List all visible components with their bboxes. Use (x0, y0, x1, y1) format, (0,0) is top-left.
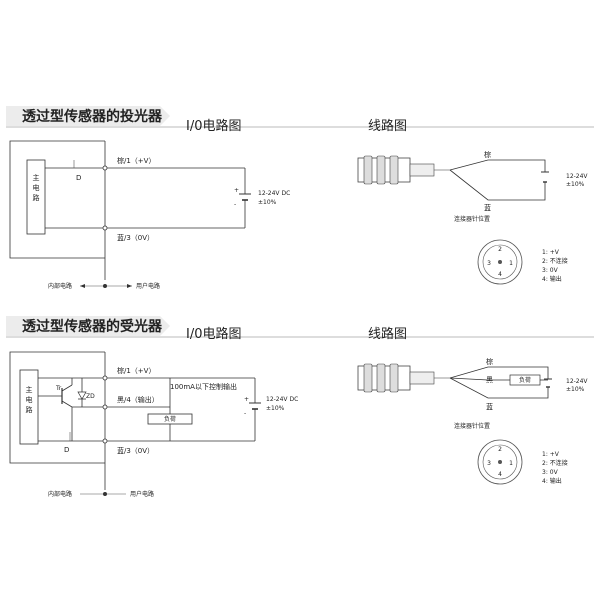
emitter-wire-blue-label: 蓝 (484, 203, 491, 212)
receiver-black-label: 黑/4（输出） (117, 395, 159, 404)
svg-text:4: 4 (498, 271, 502, 278)
receiver-internal-label: 内部电路 (48, 490, 72, 498)
receiver-pin-title: 连接器针位置 (454, 422, 490, 430)
receiver-pin-diagram: 2 3 1 4 (477, 439, 523, 485)
receiver-section: 透过型传感器的受光器 I/0电路图 线路图 主电路 Tr (6, 316, 594, 498)
receiver-io-heading: I/0电路图 (186, 326, 242, 342)
receiver-blue-label: 蓝/3（0V） (117, 446, 154, 455)
receiver-transistor (38, 378, 73, 441)
receiver-title-banner: 透过型传感器的受光器 (6, 316, 594, 338)
receiver-load-box (147, 413, 193, 425)
receiver-load-right: 负荷 (519, 376, 531, 384)
emitter-pin-2: 2: 不连接 (542, 257, 568, 265)
receiver-wire-brown-label: 棕 (486, 357, 493, 366)
emitter-pin-diagram: 2 3 1 4 (477, 239, 523, 285)
receiver-supply-right: 12-24V (566, 378, 588, 385)
receiver-pin-2: 2: 不连接 (542, 459, 568, 467)
svg-text:-: - (244, 410, 246, 417)
receiver-brown-label: 棕/1（+V） (117, 366, 155, 375)
receiver-zener-diode (77, 378, 87, 407)
emitter-user-label: 用户电路 (136, 282, 160, 290)
receiver-cable-blue (449, 377, 549, 399)
receiver-tolerance-label: ±10% (266, 405, 285, 412)
receiver-diode-label: D (64, 446, 69, 454)
emitter-pin-title: 连接器针位置 (454, 215, 490, 223)
emitter-connector-body (357, 155, 450, 185)
svg-text:2: 2 (498, 246, 502, 253)
emitter-main-circuit-block (26, 159, 46, 235)
emitter-main-circuit-label: 主电路 (33, 173, 40, 202)
receiver-internal-box (9, 351, 105, 464)
receiver-cable-brown (449, 366, 549, 379)
emitter-title-banner: 透过型传感器的投光器 (6, 106, 594, 128)
svg-text:4: 4 (498, 471, 502, 478)
emitter-internal-label: 内部电路 (48, 282, 72, 290)
emitter-tolerance-right: ±10% (566, 181, 585, 188)
receiver-cable-black (449, 377, 510, 381)
receiver-wire-black-label: 黑 (486, 376, 493, 384)
receiver-supply-label: 12-24V DC (266, 396, 298, 403)
receiver-control-note: 100mA以下控制输出 (170, 382, 237, 391)
emitter-pin-4: 4: 输出 (542, 275, 562, 283)
emitter-supply-right: 12-24V (566, 173, 588, 180)
receiver-connector-body (357, 363, 450, 393)
svg-text:3: 3 (487, 260, 491, 267)
receiver-title: 透过型传感器的受光器 (22, 318, 163, 335)
receiver-wiring-heading: 线路图 (368, 326, 407, 342)
svg-text:2: 2 (498, 446, 502, 453)
emitter-brown-label: 棕/1（+V） (117, 156, 155, 165)
svg-text:1: 1 (509, 460, 513, 467)
receiver-load-box-right (509, 374, 541, 386)
emitter-cable-blue (449, 169, 546, 201)
emitter-supply-label: 12-24V DC (258, 190, 290, 197)
svg-text:1: 1 (509, 260, 513, 267)
emitter-pin-3: 3: 0V (542, 267, 559, 274)
receiver-main-circuit-label: 主电路 (26, 385, 33, 414)
emitter-diode-label: D (76, 174, 81, 182)
receiver-load-label: 负荷 (164, 415, 176, 423)
emitter-tolerance-label: ±10% (258, 199, 277, 206)
emitter-io-heading: I/0电路图 (186, 118, 242, 134)
svg-text:+: + (244, 396, 249, 403)
svg-text:-: - (234, 201, 236, 208)
receiver-pin-4: 4: 输出 (542, 477, 562, 485)
emitter-terminal-3 (102, 225, 108, 231)
svg-text:3: 3 (487, 460, 491, 467)
emitter-wire-brown-label: 棕 (484, 150, 491, 159)
emitter-pin-1: 1: +V (542, 249, 560, 256)
receiver-transistor-label: Tr (55, 385, 62, 392)
svg-text:+: + (234, 187, 239, 194)
receiver-pin-1: 1: +V (542, 451, 560, 458)
receiver-zener-label: ZD (86, 393, 95, 400)
receiver-wire-blue-label: 蓝 (486, 402, 493, 411)
receiver-pin-3: 3: 0V (542, 469, 559, 476)
receiver-main-circuit-block (19, 369, 39, 445)
emitter-terminal-1 (102, 165, 108, 171)
receiver-user-label: 用户电路 (130, 490, 154, 498)
emitter-title: 透过型传感器的投光器 (22, 108, 163, 125)
emitter-internal-box (9, 140, 105, 259)
emitter-section: 透过型传感器的投光器 I/0电路图 线路图 主电路 D 棕/1（+V） 蓝/3（… (6, 106, 594, 290)
emitter-blue-label: 蓝/3（0V） (117, 233, 154, 242)
receiver-tolerance-right: ±10% (566, 386, 585, 393)
emitter-wiring-heading: 线路图 (368, 118, 407, 134)
emitter-cable-brown (449, 159, 546, 172)
